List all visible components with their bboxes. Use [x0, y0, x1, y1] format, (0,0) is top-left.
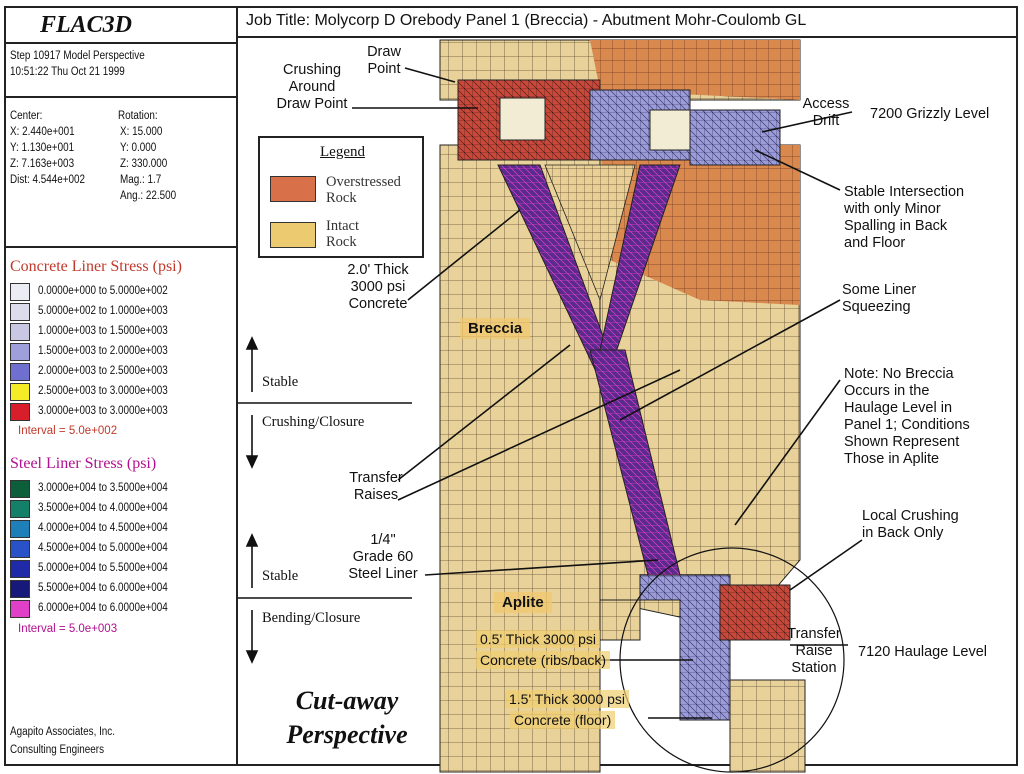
center-x: X: 2.440e+001 [10, 126, 75, 138]
separator [4, 42, 238, 44]
concrete-ribs-label-2: Concrete (ribs/back) [476, 651, 611, 669]
separator [4, 96, 238, 98]
steel-stress-range-label: 6.0000e+004 to 6.0000e+004 [38, 602, 168, 614]
title-band [238, 6, 1018, 38]
rotation-x: X: 15.000 [120, 126, 163, 138]
credit-line-1: Agapito Associates, Inc. [10, 726, 116, 738]
time-line: 10:51:22 Thu Oct 21 1999 [10, 66, 125, 78]
concrete-stress-swatch [10, 343, 30, 361]
steel-stress-range-label: 4.0000e+004 to 4.5000e+004 [38, 522, 168, 534]
grizzly-level-label: 7200 Grizzly Level [870, 106, 990, 122]
steel-stress-swatch [10, 500, 30, 518]
steel-stress-swatch [10, 540, 30, 558]
stable-label-1: Stable [262, 374, 299, 390]
angle: Ang.: 22.500 [120, 190, 177, 202]
info-panel [4, 6, 238, 766]
concrete-stress-range-label: 1.0000e+003 to 1.5000e+003 [38, 325, 168, 337]
concrete-stress-swatch [10, 383, 30, 401]
steel-stress-swatch [10, 520, 30, 538]
rotation-z: Z: 330.000 [120, 158, 168, 170]
rotation-label: Rotation: [118, 110, 158, 122]
concrete-stress-range-label: 1.5000e+003 to 2.0000e+003 [38, 345, 168, 357]
bending-closure-label: Bending/Closure [262, 610, 361, 626]
stable-label-2: Stable [262, 568, 299, 584]
legend-title: Legend [320, 144, 365, 160]
steel-stress-title: Steel Liner Stress (psi) [10, 455, 157, 472]
app-name: FLAC3D [40, 12, 133, 38]
steel-interval: Interval = 5.0e+003 [18, 623, 118, 635]
steel-stress-swatch [10, 580, 30, 598]
concrete-stress-range-label: 5.0000e+002 to 1.0000e+003 [38, 305, 168, 317]
concrete-floor-label-2: Concrete (floor) [510, 711, 616, 729]
concrete-stress-range-label: 0.0000e+000 to 5.0000e+002 [38, 285, 168, 297]
steel-stress-range-label: 4.5000e+004 to 5.0000e+004 [38, 542, 168, 554]
steel-stress-range-label: 3.5000e+004 to 4.0000e+004 [38, 502, 168, 514]
steel-stress-range-label: 5.5000e+004 to 6.0000e+004 [38, 582, 168, 594]
concrete-stress-range-label: 2.5000e+003 to 3.0000e+003 [38, 385, 168, 397]
concrete-stress-title: Concrete Liner Stress (psi) [10, 258, 182, 275]
concrete-stress-swatch [10, 403, 30, 421]
breccia-label: Breccia [460, 318, 531, 339]
center-z: Z: 7.163e+003 [10, 158, 75, 170]
distance: Dist: 4.544e+002 [10, 174, 86, 186]
concrete-stress-swatch [10, 283, 30, 301]
concrete-floor-label: 1.5' Thick 3000 psi [505, 690, 630, 708]
steel-stress-swatch [10, 560, 30, 578]
concrete-stress-swatch [10, 303, 30, 321]
job-title: Job Title: Molycorp D Orebody Panel 1 (B… [246, 12, 807, 29]
concrete-stress-range-label: 2.0000e+003 to 2.5000e+003 [38, 365, 168, 377]
concrete-interval: Interval = 5.0e+002 [18, 425, 118, 437]
concrete-ribs-label: 0.5' Thick 3000 psi [476, 630, 601, 648]
rotation-y: Y: 0.000 [120, 142, 157, 154]
steel-stress-range-label: 3.0000e+004 to 3.5000e+004 [38, 482, 168, 494]
step-line: Step 10917 Model Perspective [10, 50, 145, 62]
steel-stress-swatch [10, 600, 30, 618]
overstressed-swatch [270, 176, 316, 202]
concrete-stress-swatch [10, 323, 30, 341]
steel-stress-swatch [10, 480, 30, 498]
center-y: Y: 1.130e+001 [10, 142, 75, 154]
concrete-stress-range-label: 3.0000e+003 to 3.0000e+003 [38, 405, 168, 417]
concrete-stress-swatch [10, 363, 30, 381]
crushing-closure-label: Crushing/Closure [262, 414, 365, 430]
haulage-level-label: 7120 Haulage Level [858, 644, 987, 660]
credit-line-2: Consulting Engineers [10, 744, 105, 756]
separator [4, 246, 238, 248]
steel-stress-range-label: 5.0000e+004 to 5.5000e+004 [38, 562, 168, 574]
intact-swatch [270, 222, 316, 248]
magnification: Mag.: 1.7 [120, 174, 162, 186]
center-label: Center: [10, 110, 43, 122]
aplite-label: Aplite [494, 592, 552, 613]
